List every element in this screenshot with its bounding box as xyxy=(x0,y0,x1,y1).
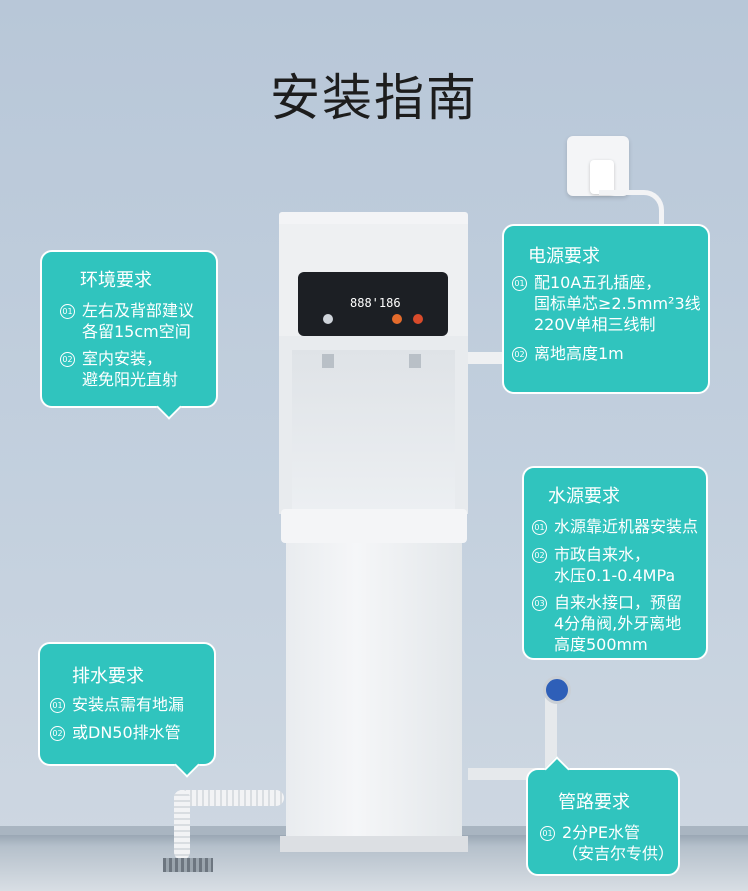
environment-callout: 环境要求 01 左右及背部建议 各留15cm空间 02 室内安装， 避免阳光直射 xyxy=(40,250,218,420)
item-text: 2分PE水管 （安吉尔专供） xyxy=(562,823,675,863)
pipe-callout: 管路要求 01 2分PE水管 （安吉尔专供） xyxy=(526,756,680,876)
item-text: 离地高度1m xyxy=(534,344,624,363)
list-item: 01 左右及背部建议 各留15cm空间 xyxy=(60,300,194,342)
number-badge: 02 xyxy=(512,347,527,362)
item-text: 自来水接口，预留 4分角阀,外牙离地 高度500mm xyxy=(554,593,683,654)
panel-display: 888'186 xyxy=(350,296,401,310)
list-item: 03 自来水接口，预留 4分角阀,外牙离地 高度500mm xyxy=(532,592,682,655)
item-text: 或DN50排水管 xyxy=(72,723,181,742)
number-badge: 01 xyxy=(60,304,75,319)
angle-valve xyxy=(543,676,571,704)
faucet-icon xyxy=(409,354,421,368)
floor-drain xyxy=(163,858,213,872)
item-text: 室内安装， 避免阳光直射 xyxy=(82,349,179,389)
drain-hose-vertical xyxy=(174,790,190,860)
number-badge: 01 xyxy=(532,520,547,535)
drain-heading: 排水要求 xyxy=(72,666,144,687)
pipe-heading: 管路要求 xyxy=(558,792,630,813)
number-badge: 01 xyxy=(50,698,65,713)
power-callout: 电源要求 01 配10A五孔插座， 国标单芯≥2.5mm²3线 220V单相三线… xyxy=(502,224,710,394)
dispenser-top xyxy=(279,212,468,226)
power-plug xyxy=(590,160,614,194)
list-item: 01 安装点需有地漏 xyxy=(50,694,184,715)
number-badge: 02 xyxy=(60,352,75,367)
dispenser-cabinet xyxy=(286,543,462,843)
item-text: 水源靠近机器安装点 xyxy=(554,517,699,536)
list-item: 01 2分PE水管 （安吉尔专供） xyxy=(540,822,674,864)
page-title: 安装指南 xyxy=(270,69,478,127)
number-badge: 02 xyxy=(532,548,547,563)
callout-pointer xyxy=(174,752,200,778)
list-item: 01 配10A五孔插座， 国标单芯≥2.5mm²3线 220V单相三线制 xyxy=(512,272,701,335)
list-item: 02 室内安装， 避免阳光直射 xyxy=(60,348,178,390)
number-badge: 03 xyxy=(532,596,547,611)
list-item: 02 市政自来水， 水压0.1-0.4MPa xyxy=(532,544,675,586)
item-text: 安装点需有地漏 xyxy=(72,695,185,714)
water-heading: 水源要求 xyxy=(548,486,620,507)
list-item: 02 离地高度1m xyxy=(512,343,624,364)
number-badge: 01 xyxy=(540,826,555,841)
panel-button-icon xyxy=(323,314,333,324)
item-text: 左右及背部建议 各留15cm空间 xyxy=(82,301,195,341)
number-badge: 02 xyxy=(50,726,65,741)
list-item: 02 或DN50排水管 xyxy=(50,722,181,743)
power-heading: 电源要求 xyxy=(528,246,600,267)
water-callout: 水源要求 01 水源靠近机器安装点 02 市政自来水， 水压0.1-0.4MPa… xyxy=(522,466,708,660)
item-text: 市政自来水， 水压0.1-0.4MPa xyxy=(554,545,676,585)
list-item: 01 水源靠近机器安装点 xyxy=(532,516,698,537)
dispenser-recess xyxy=(292,350,455,510)
power-cable xyxy=(599,190,664,227)
drip-tray xyxy=(281,509,467,543)
item-text: 配10A五孔插座， 国标单芯≥2.5mm²3线 220V单相三线制 xyxy=(534,273,701,334)
callout-pointer xyxy=(156,394,182,420)
drain-callout: 排水要求 01 安装点需有地漏 02 或DN50排水管 xyxy=(38,642,216,778)
panel-button-icon xyxy=(392,314,402,324)
control-panel xyxy=(298,272,448,336)
panel-button-icon xyxy=(413,314,423,324)
environment-heading: 环境要求 xyxy=(80,270,152,291)
dispenser-base xyxy=(280,836,468,852)
number-badge: 01 xyxy=(512,276,527,291)
drain-hose xyxy=(174,790,284,806)
faucet-icon xyxy=(322,354,334,368)
